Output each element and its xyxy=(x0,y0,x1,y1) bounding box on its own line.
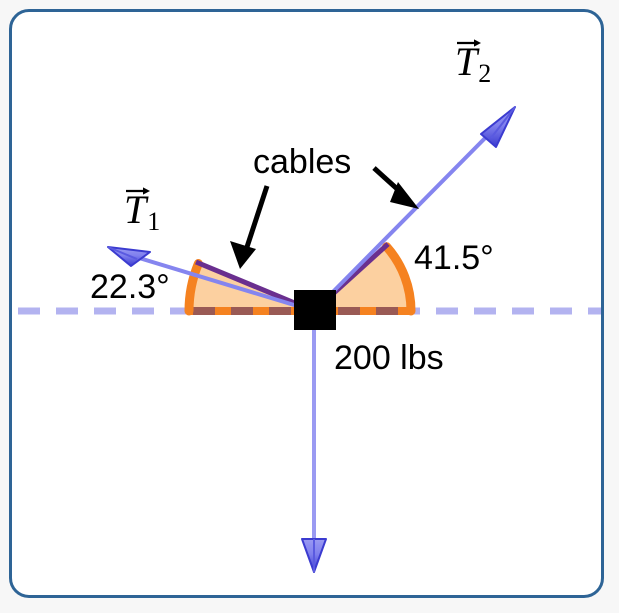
tension-2-arrowhead-crease xyxy=(490,106,516,139)
angle-wedge-right xyxy=(314,246,411,311)
angle-right-label: 41.5° xyxy=(414,239,494,277)
cables-leader-arrowhead-right xyxy=(390,182,419,209)
angle-arc-right-stroke xyxy=(382,242,416,316)
mass-block xyxy=(294,290,336,330)
tension-1-arrowhead-crease xyxy=(107,246,138,260)
cables-leader-arrowhead-left xyxy=(230,241,256,269)
cables-label: cables xyxy=(253,143,352,181)
tension-2-label: T 2 xyxy=(455,39,492,88)
tension-1-shaft xyxy=(125,252,315,313)
weight-label: 200 lbs xyxy=(334,339,444,377)
vector-arrow-accent-icon xyxy=(457,39,481,47)
vector-arrow-accent-icon xyxy=(126,187,150,195)
angle-arc-left-stroke xyxy=(184,259,203,316)
tension-1-symbol: T xyxy=(124,187,147,232)
tension-1-label: T 1 xyxy=(124,187,161,236)
tension-2-symbol: T xyxy=(455,39,478,84)
tension-2-shaft xyxy=(312,123,500,313)
tension-2-subscript: 2 xyxy=(478,59,492,88)
angle-left-label: 22.3° xyxy=(90,268,170,306)
tension-1-subscript: 1 xyxy=(147,207,161,236)
cables-leader-line-left xyxy=(244,185,270,248)
